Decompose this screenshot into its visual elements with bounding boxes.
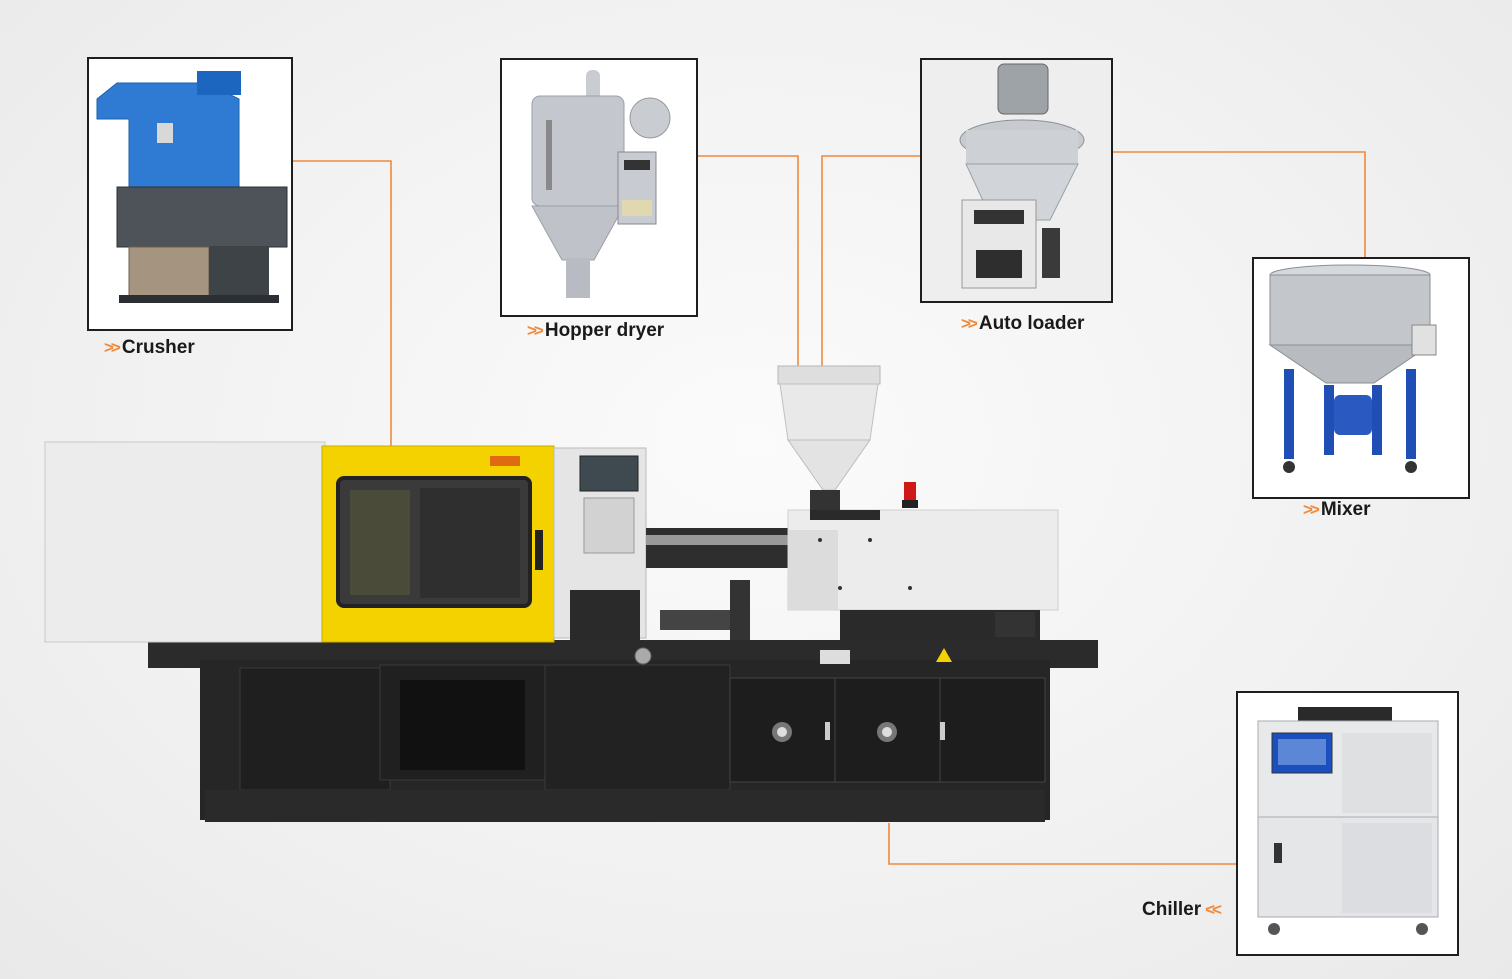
- chevron-left-icon: <<: [1205, 900, 1222, 919]
- crusher-label: >> Crusher: [104, 337, 195, 359]
- chevron-right-icon: >>: [961, 314, 978, 333]
- crusher-image: [96, 71, 288, 303]
- hopper-dryer-photo-frame: [500, 58, 698, 317]
- mixer-connector: [1113, 151, 1366, 266]
- crusher-photo-frame: [87, 57, 293, 331]
- auto-loader-label-text: Auto loader: [978, 313, 1085, 334]
- mixer-photo-frame: [1252, 257, 1470, 499]
- auto-loader-image: [922, 60, 1111, 301]
- chevron-right-icon: >>: [104, 338, 121, 357]
- mixer-label-text: Mixer: [1320, 499, 1371, 520]
- crusher-label-text: Crusher: [121, 337, 195, 358]
- hopper-dryer-label: >> Hopper dryer: [527, 320, 664, 342]
- hopper-dryer-image: [531, 70, 671, 298]
- chiller-label-text: Chiller: [1142, 899, 1202, 920]
- chevron-right-icon: >>: [527, 321, 544, 340]
- mixer-label: >> Mixer: [1303, 499, 1371, 521]
- chevron-right-icon: >>: [1303, 500, 1320, 519]
- injection-molding-machine-image: [44, 365, 1098, 822]
- auto-loader-photo-frame: [920, 58, 1113, 303]
- auto-loader-connector: [821, 155, 944, 366]
- mixer-image: [1268, 264, 1437, 473]
- auto-loader-label: >> Auto loader: [961, 313, 1084, 335]
- chiller-photo-frame: [1236, 691, 1459, 956]
- crusher-connector: [271, 160, 392, 446]
- chiller-label: Chiller <<: [1142, 899, 1222, 921]
- chiller-connector: [888, 823, 1240, 865]
- chiller-image: [1257, 707, 1439, 935]
- hopper-dryer-label-text: Hopper dryer: [544, 320, 665, 341]
- hopper-dryer-connector: [676, 155, 799, 366]
